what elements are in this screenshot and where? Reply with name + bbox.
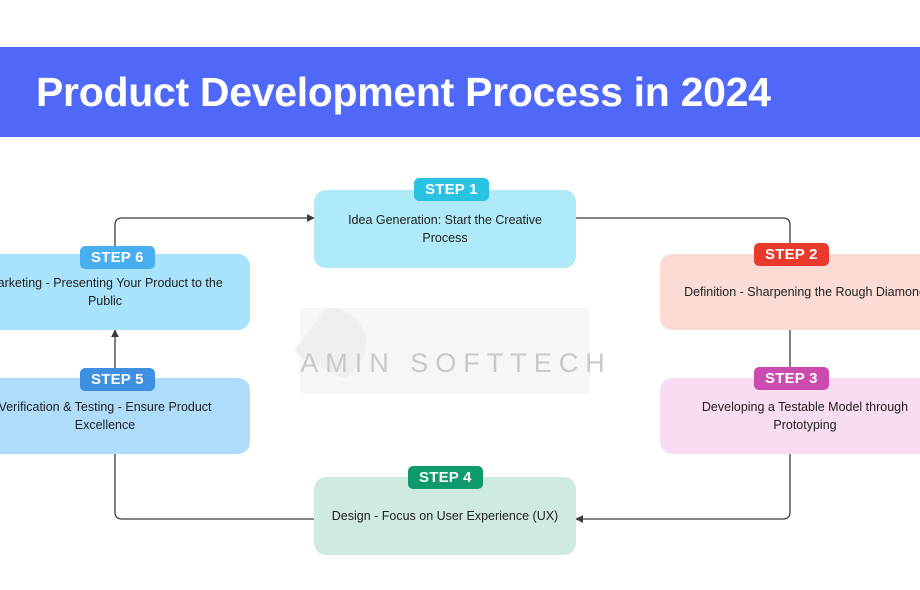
step-3-badge: STEP 3	[754, 367, 829, 390]
step-box-4[interactable]: Design - Focus on User Experience (UX)	[314, 477, 576, 555]
step-box-3[interactable]: Developing a Testable Model through Prot…	[660, 378, 920, 454]
step-3-text: Developing a Testable Model through Prot…	[701, 399, 909, 432]
page-title: Product Development Process in 2024	[36, 68, 771, 115]
step-2-badge: STEP 2	[754, 243, 829, 266]
step-box-1[interactable]: Idea Generation: Start the Creative Proc…	[314, 190, 576, 268]
step-1-badge: STEP 1	[414, 178, 489, 201]
step-6-badge: STEP 6	[80, 246, 155, 269]
watermark: AMIN SOFTTECH	[296, 340, 616, 386]
header-banner: Product Development Process in 2024	[0, 47, 920, 137]
connector-3-to-4	[575, 454, 791, 523]
watermark-logo-shape	[300, 308, 590, 394]
step-5-text: Verification & Testing - Ensure Product …	[0, 399, 212, 432]
connector-4-to-5	[114, 454, 314, 520]
step-6-text: Marketing - Presenting Your Product to t…	[0, 275, 223, 308]
watermark-text: AMIN SOFTTECH	[300, 347, 612, 378]
step-4-badge: STEP 4	[408, 466, 483, 489]
step-box-2[interactable]: Definition - Sharpening the Rough Diamon…	[660, 254, 920, 330]
step-4-text: Design - Focus on User Experience (UX)	[331, 508, 559, 523]
step-5-badge: STEP 5	[80, 368, 155, 391]
step-1-text: Idea Generation: Start the Creative Proc…	[348, 212, 542, 245]
step-2-text: Definition - Sharpening the Rough Diamon…	[684, 284, 920, 299]
